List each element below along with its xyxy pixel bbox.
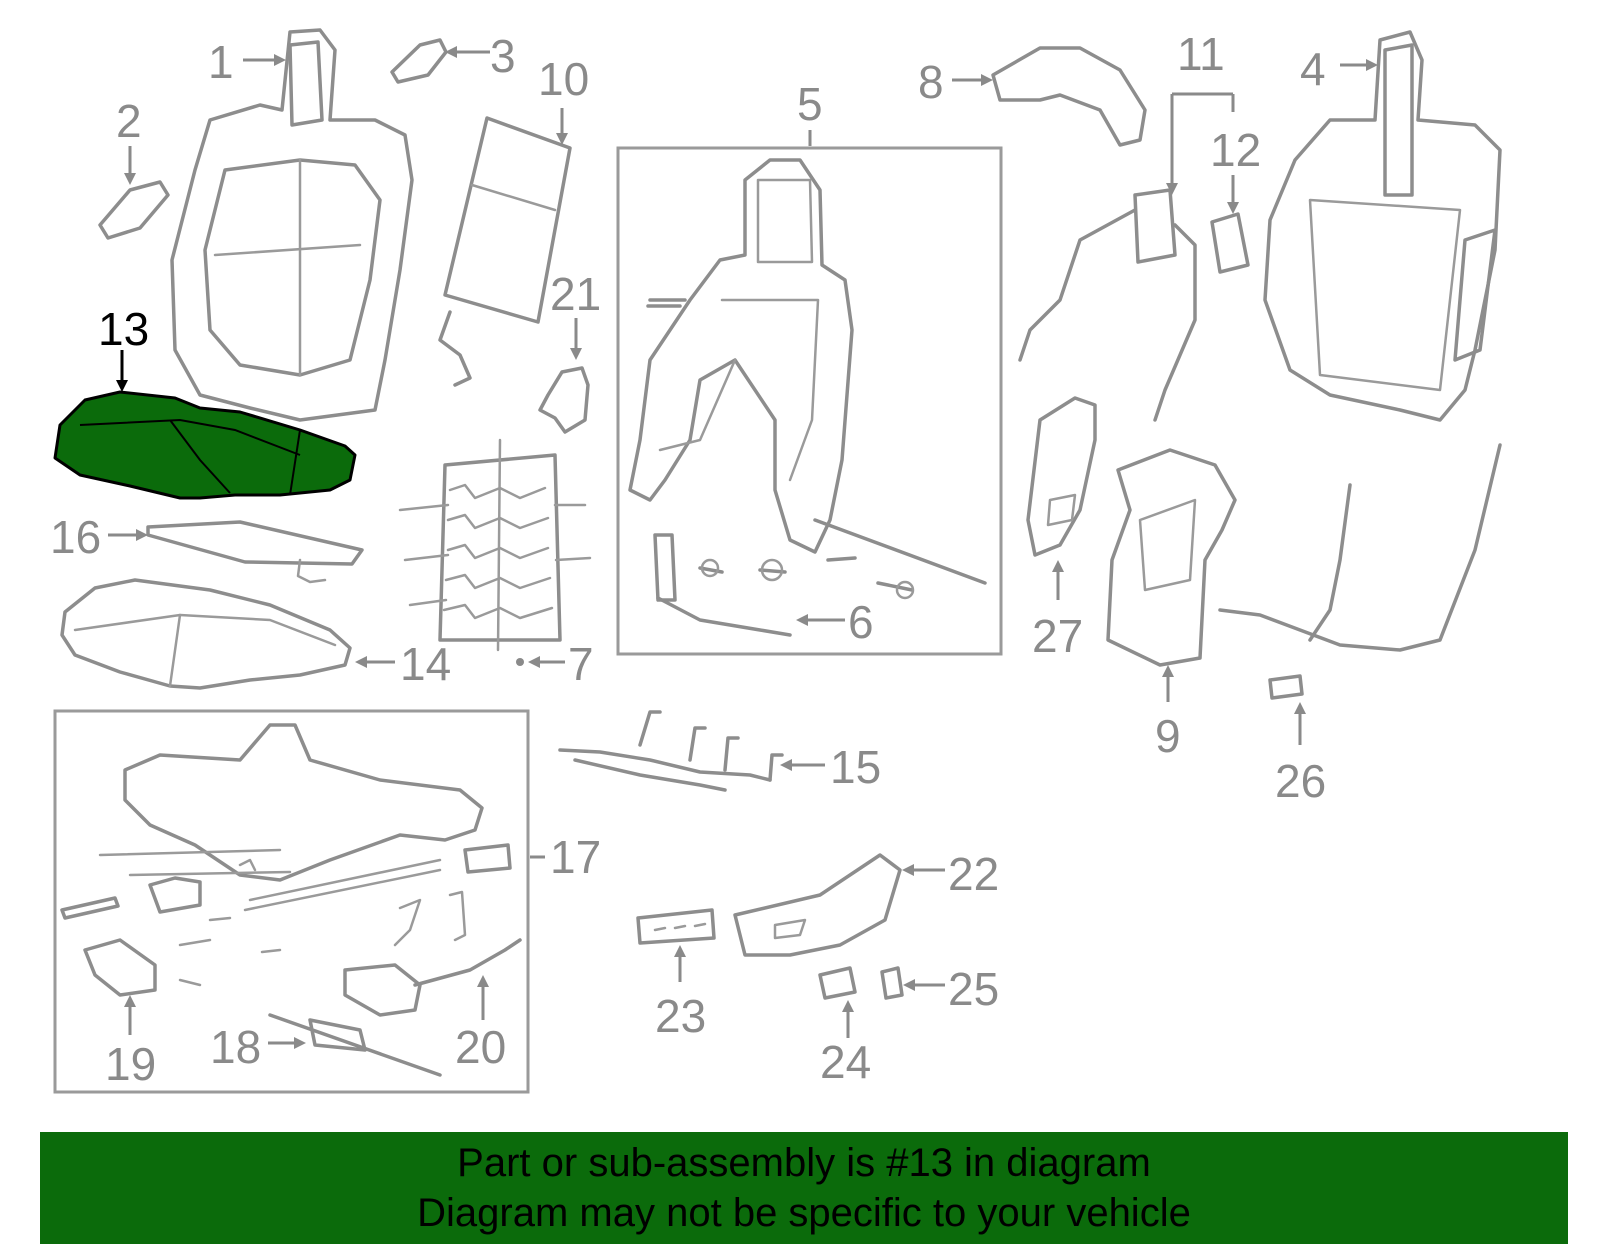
part-12-module — [1210, 212, 1250, 274]
callout-27: 27 — [1032, 610, 1083, 662]
part-1-seat-back-cover — [170, 28, 414, 422]
part-21-bracket — [538, 366, 590, 434]
callout-18: 18 — [210, 1021, 261, 1073]
callout-21: 21 — [550, 268, 601, 320]
callout-20: 20 — [455, 1021, 506, 1073]
callout-6: 6 — [848, 596, 874, 648]
part-4-seat-back-cover — [1263, 30, 1502, 422]
part-8-side-bolster — [991, 46, 1147, 147]
callout-23: 23 — [655, 990, 706, 1042]
part-25-knob — [880, 966, 904, 1000]
callout-19: 19 — [105, 1038, 156, 1090]
callout-24: 24 — [820, 1036, 871, 1088]
part-11-harness — [1018, 188, 1197, 422]
part-24-knob — [818, 966, 857, 1000]
callout-5: 5 — [797, 78, 823, 130]
callout-15: 15 — [830, 741, 881, 793]
banner-line-part-number: Part or sub-assembly is #13 in diagram — [457, 1141, 1151, 1185]
part-17-cushion-frame — [53, 709, 530, 1094]
part-14-cushion-pad — [60, 578, 352, 690]
info-banner: Part or sub-assembly is #13 in diagram D… — [40, 1132, 1568, 1244]
callout-labels: 1 2 3 10 5 8 11 12 4 21 13 16 14 7 6 27 … — [50, 28, 1326, 1090]
callout-16: 16 — [50, 511, 101, 563]
callout-9: 9 — [1155, 710, 1181, 762]
callout-11: 11 — [1177, 28, 1225, 80]
part-27-trim-panel — [1026, 396, 1097, 557]
callout-25: 25 — [948, 963, 999, 1015]
part-7-spring-mat — [398, 438, 592, 666]
part-26-wiring-harness — [1218, 443, 1502, 700]
banner-line-disclaimer: Diagram may not be specific to your vehi… — [417, 1191, 1191, 1235]
callout-22: 22 — [948, 848, 999, 900]
part-15-wire-frame — [558, 710, 784, 792]
callout-14: 14 — [400, 638, 451, 690]
part-3-trim — [390, 38, 448, 84]
callout-13: 13 — [98, 303, 149, 355]
part-5-seat-back-frame — [616, 146, 1003, 656]
callout-8: 8 — [918, 56, 944, 108]
callout-12: 12 — [1210, 124, 1261, 176]
callout-4: 4 — [1300, 43, 1326, 95]
callout-3: 3 — [490, 30, 516, 82]
callout-26: 26 — [1275, 755, 1326, 807]
part-23-switch — [636, 908, 716, 945]
callout-1: 1 — [208, 36, 234, 88]
callout-17: 17 — [550, 831, 601, 883]
part-10-heater-pad — [438, 116, 572, 387]
part-16-sensor-mat — [146, 520, 364, 584]
part-9-back-panel — [1106, 448, 1237, 667]
part-2-trim-cover — [98, 180, 170, 240]
callout-7: 7 — [568, 638, 594, 690]
callout-2: 2 — [116, 95, 142, 147]
callout-10: 10 — [538, 53, 589, 105]
part-13-seat-cushion-cover — [53, 390, 357, 500]
part-22-side-trim — [733, 853, 902, 957]
leader-arrows — [108, 46, 1378, 1049]
